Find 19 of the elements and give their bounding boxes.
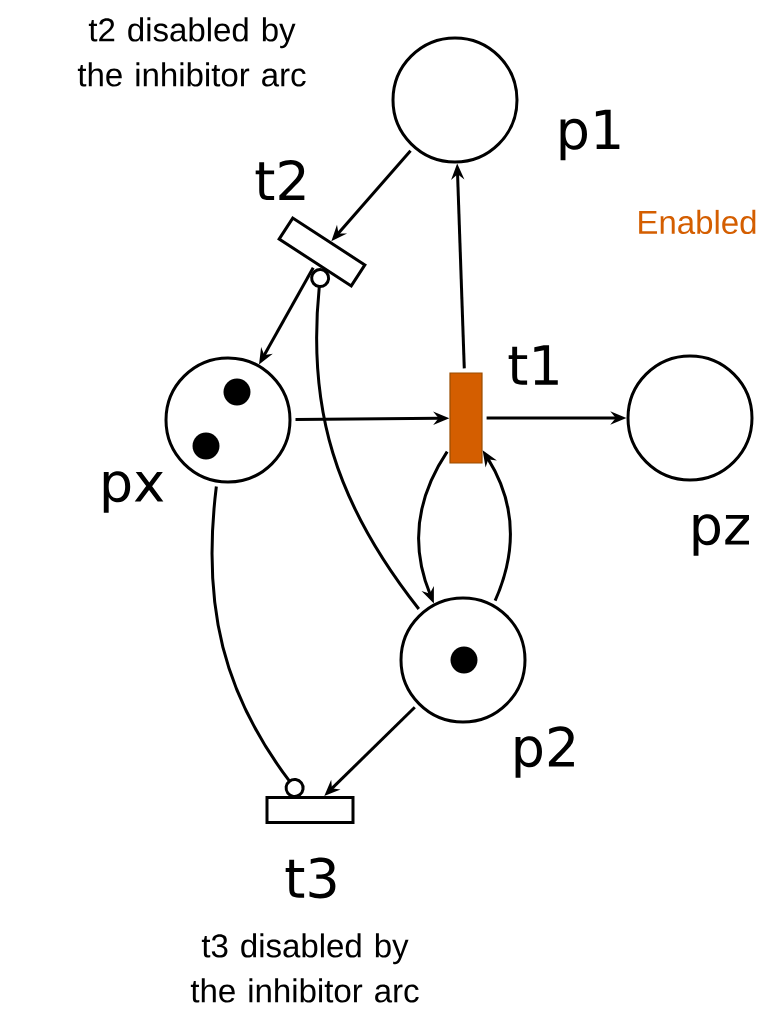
status-label: Enabled: [639, 209, 756, 235]
node-label: t1: [508, 345, 558, 385]
note-text: t2 disabled by the inhibitor arc: [77, 17, 306, 87]
place-circle: [399, 596, 527, 724]
node-label: pz: [693, 514, 749, 556]
transition-box: [265, 796, 355, 824]
arrow: [310, 268, 420, 610]
node-label: px: [103, 471, 164, 513]
place-circle: [164, 356, 292, 484]
node-label: t2: [255, 159, 305, 201]
note-text: t3 disabled by the inhibitor arc: [190, 933, 419, 1003]
place-circle: [391, 36, 519, 164]
node-label: t3: [285, 857, 336, 899]
transition-box: [277, 216, 367, 288]
node-label: p2: [515, 726, 574, 778]
place-circle: [626, 354, 754, 482]
node-label: p1: [560, 109, 620, 161]
transition-bar: [449, 372, 483, 464]
arrow: [210, 486, 305, 798]
